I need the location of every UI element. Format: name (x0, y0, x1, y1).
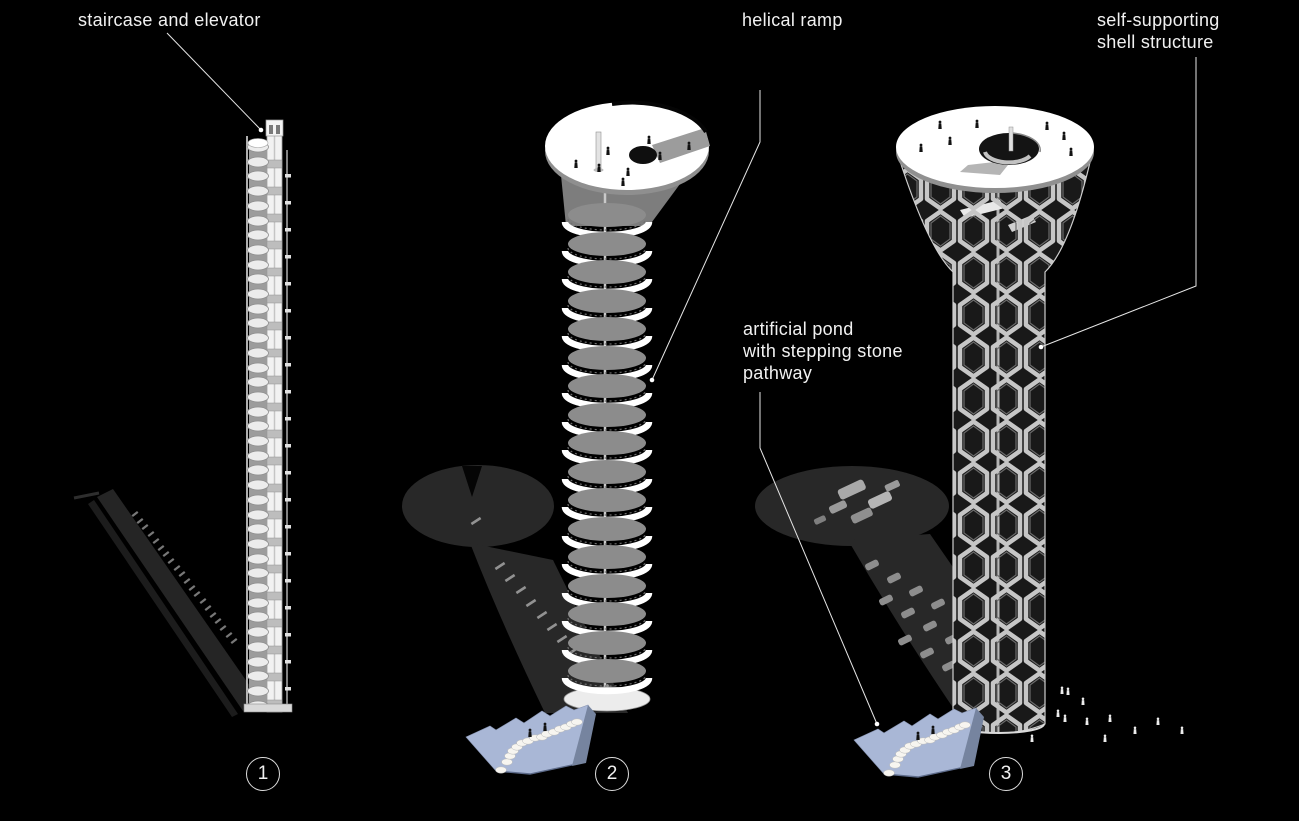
step-2-number: 2 (606, 763, 618, 784)
leader-endpoint-dots (258, 127, 1044, 727)
elevator-landings (266, 159, 283, 709)
pond-tower-3 (854, 708, 984, 777)
tower-1-staircase-elevator-illustration (73, 119, 293, 717)
tower-2-structure (545, 100, 710, 712)
leader-staircase (166, 32, 262, 131)
tower-2-helical-ramp-illustration (402, 100, 710, 774)
leader-lines (166, 32, 1197, 725)
tower-3-top-deck (896, 106, 1094, 193)
tower-3-structure (896, 106, 1094, 734)
label-self-supporting-shell-structure: self-supporting shell structure (1097, 10, 1220, 52)
step-marker-1: 1 (246, 757, 280, 791)
leader-helical-ramp (651, 90, 761, 381)
label-helical-ramp: helical ramp (742, 10, 843, 30)
leader-pond (759, 392, 878, 725)
tower-3-shell-structure-illustration (755, 106, 1184, 777)
tower-1-structure (243, 119, 293, 713)
visitor-figures-ground (1030, 686, 1184, 743)
leader-shell (1040, 57, 1197, 348)
tower-2-top-deck (545, 100, 710, 195)
shadow-deck-reflection (813, 479, 900, 525)
step-3-number: 3 (1000, 763, 1012, 784)
step-1-number: 1 (257, 763, 269, 784)
label-staircase-and-elevator: staircase and elevator (78, 10, 261, 30)
step-marker-3: 3 (989, 757, 1023, 791)
pond-tower-2 (466, 705, 596, 774)
shaft-brackets (285, 174, 291, 691)
label-artificial-pond: artificial pond with stepping stone path… (743, 319, 903, 383)
helical-ramp-turns (565, 203, 649, 691)
step-marker-2: 2 (595, 757, 629, 791)
tower-1-shadow (73, 489, 259, 717)
